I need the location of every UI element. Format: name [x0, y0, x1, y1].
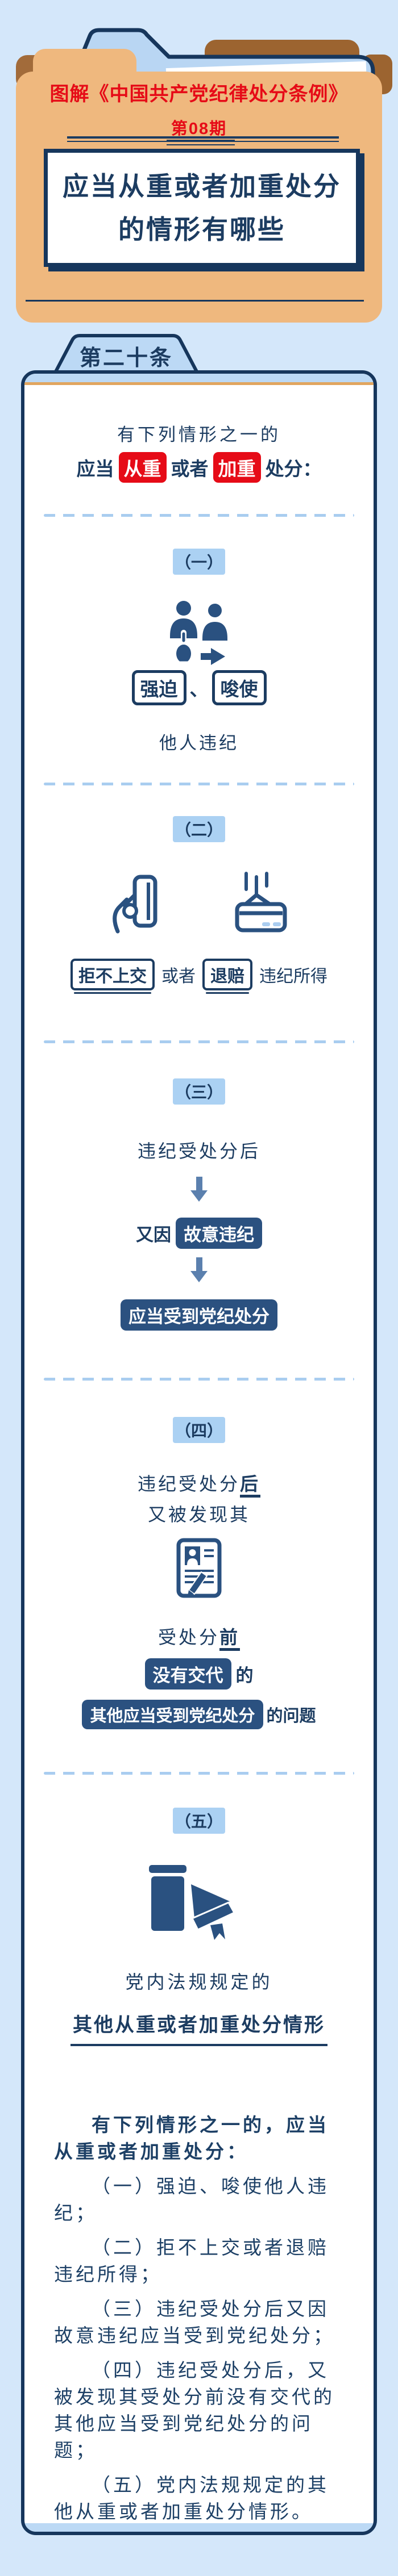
section-5-line1: 党内法规规定的 — [125, 1972, 273, 1992]
section-2-icon-row — [24, 865, 374, 934]
section-4-line1: 违纪受处分后 — [24, 1470, 374, 1498]
section-4-line4-suffix: 的 — [235, 1666, 254, 1686]
intro-text-pre: 应当 — [76, 458, 114, 479]
box-suoshi: 唆使 — [212, 670, 267, 705]
section-4-line2: 又被发现其 — [147, 1504, 250, 1525]
dashed-divider-1 — [44, 514, 354, 517]
section-3-pre: 又因 — [136, 1225, 171, 1245]
section-label-1: （一） — [173, 549, 225, 575]
title-box: 应当从重或者加重处分 的情形有哪些 — [44, 149, 360, 267]
down-arrow-icon — [190, 1177, 208, 1202]
section-3-line2: 又因 故意违纪 — [24, 1218, 374, 1249]
issue-underline-thick — [167, 140, 235, 142]
chip-guyi-weiji: 故意违纪 — [176, 1218, 262, 1249]
section-4-line4: 没有交代 的 — [24, 1658, 374, 1690]
card-orange-line — [24, 382, 374, 385]
section-4-icon-row — [24, 1537, 374, 1598]
intro-text-mid: 或者 — [171, 458, 209, 479]
section-2-keywords: 拒不上交 或者 退赔 违纪所得 — [24, 959, 374, 994]
section-4-line5-tail: 的问题 — [266, 1707, 316, 1725]
summary-item-4: （四）违纪受处分后，又被发现其受处分前没有交代的其他应当受到党纪处分的问题； — [54, 2360, 335, 2461]
section-5-icon-row — [24, 1860, 374, 1946]
dashed-divider-3 — [44, 1040, 354, 1043]
section-label-4: （四） — [173, 1417, 225, 1443]
issue-underline-thin — [167, 144, 235, 145]
section-label-3: （三） — [173, 1078, 225, 1105]
banner-underline-thick — [67, 136, 339, 139]
main-title-line2: 的情形有哪些 — [118, 215, 285, 244]
chip-jiazhong: 加重 — [213, 452, 261, 483]
intro-text-post: 处分： — [265, 458, 322, 479]
section-4-line3: 受处分前 — [24, 1623, 374, 1651]
main-title-line1: 应当从重或者加重处分 — [63, 172, 341, 201]
section-1-keywords: 强迫 、 唆使 — [24, 670, 374, 705]
issue-number: 第08期 — [171, 120, 227, 138]
box-tuipei: 退赔 — [202, 959, 252, 994]
box-qiangpo: 强迫 — [131, 670, 186, 705]
article-tab-label: 第二十条 — [79, 346, 173, 370]
section-5-line2: 其他从重或者加重处分情形 — [24, 2009, 374, 2046]
dashed-divider-2 — [44, 783, 354, 785]
section-label-2: （二） — [173, 816, 225, 842]
summary-item-1: （一）强迫、唆使他人违纪； — [54, 2176, 329, 2223]
id-card-pencil-icon — [176, 1538, 222, 1598]
books-icon — [149, 1865, 235, 1940]
section-4-line1-pre: 违纪受处分 — [137, 1474, 240, 1494]
summary-item-5: （五）党内法规规定的其他从重或者加重处分情形。 — [54, 2474, 329, 2522]
section-1-caption: 他人违纪 — [159, 733, 239, 753]
card-intro-line1: 有下列情形之一的 — [117, 425, 281, 445]
dashed-divider-4 — [44, 1378, 354, 1381]
section-4-line5: 其他应当受到党纪处分 的问题 — [24, 1700, 374, 1729]
wallet-return-icon — [235, 872, 287, 932]
card-top-band — [24, 374, 374, 382]
summary-intro: 有下列情形之一的，应当从重或者加重处分： — [54, 2114, 329, 2162]
section-1-icon-row — [24, 599, 374, 667]
section-2-mid: 或者 — [161, 967, 196, 986]
down-arrow-icon — [190, 1257, 208, 1282]
dashed-divider-5 — [44, 1772, 354, 1775]
hand-holding-card-icon — [113, 875, 157, 934]
people-coerce-icon — [170, 601, 227, 665]
section-3-line1: 违纪受处分后 — [137, 1141, 260, 1161]
chip-qita-dangji-chufen: 其他应当受到党纪处分 — [82, 1700, 263, 1729]
article-tab-shape — [52, 334, 200, 375]
folder-bottom-line — [26, 300, 364, 302]
chip-congzhong: 从重 — [118, 452, 167, 483]
banner-title: 图解《中国共产党纪律处分条例》 — [49, 83, 349, 105]
section-3-result: 应当受到党纪处分 — [24, 1299, 374, 1331]
section-4-line3-pre: 受处分 — [157, 1627, 219, 1647]
keyword-separator: 、 — [189, 679, 209, 700]
chip-yingdang-shoudao-dangji-chufen: 应当受到党纪处分 — [121, 1299, 277, 1331]
summary-item-2: （二）拒不上交或者退赔违纪所得； — [54, 2237, 329, 2285]
box-jubushangjiao: 拒不上交 — [71, 959, 155, 994]
section-2-tail: 违纪所得 — [259, 967, 327, 986]
regulation-summary: 有下列情形之一的，应当从重或者加重处分： （一）强迫、唆使他人违纪； （二）拒不… — [24, 2111, 374, 2532]
section-4-line3-emphasis: 前 — [219, 1627, 241, 1651]
chip-meiyou-jiaodai: 没有交代 — [144, 1658, 231, 1690]
section-4-line1-emphasis: 后 — [240, 1474, 261, 1498]
card-intro-line2: 应当 从重 或者 加重 处分： — [24, 452, 374, 483]
article-card: 有下列情形之一的 应当 从重 或者 加重 处分： （一） — [21, 370, 377, 2535]
section-5-underlined-heading: 其他从重或者加重处分情形 — [71, 2009, 327, 2046]
section-label-5: （五） — [173, 1808, 225, 1834]
summary-item-3: （三）违纪受处分后又因故意违纪应当受到党纪处分； — [54, 2298, 335, 2346]
card-bottom-band — [24, 2523, 374, 2532]
